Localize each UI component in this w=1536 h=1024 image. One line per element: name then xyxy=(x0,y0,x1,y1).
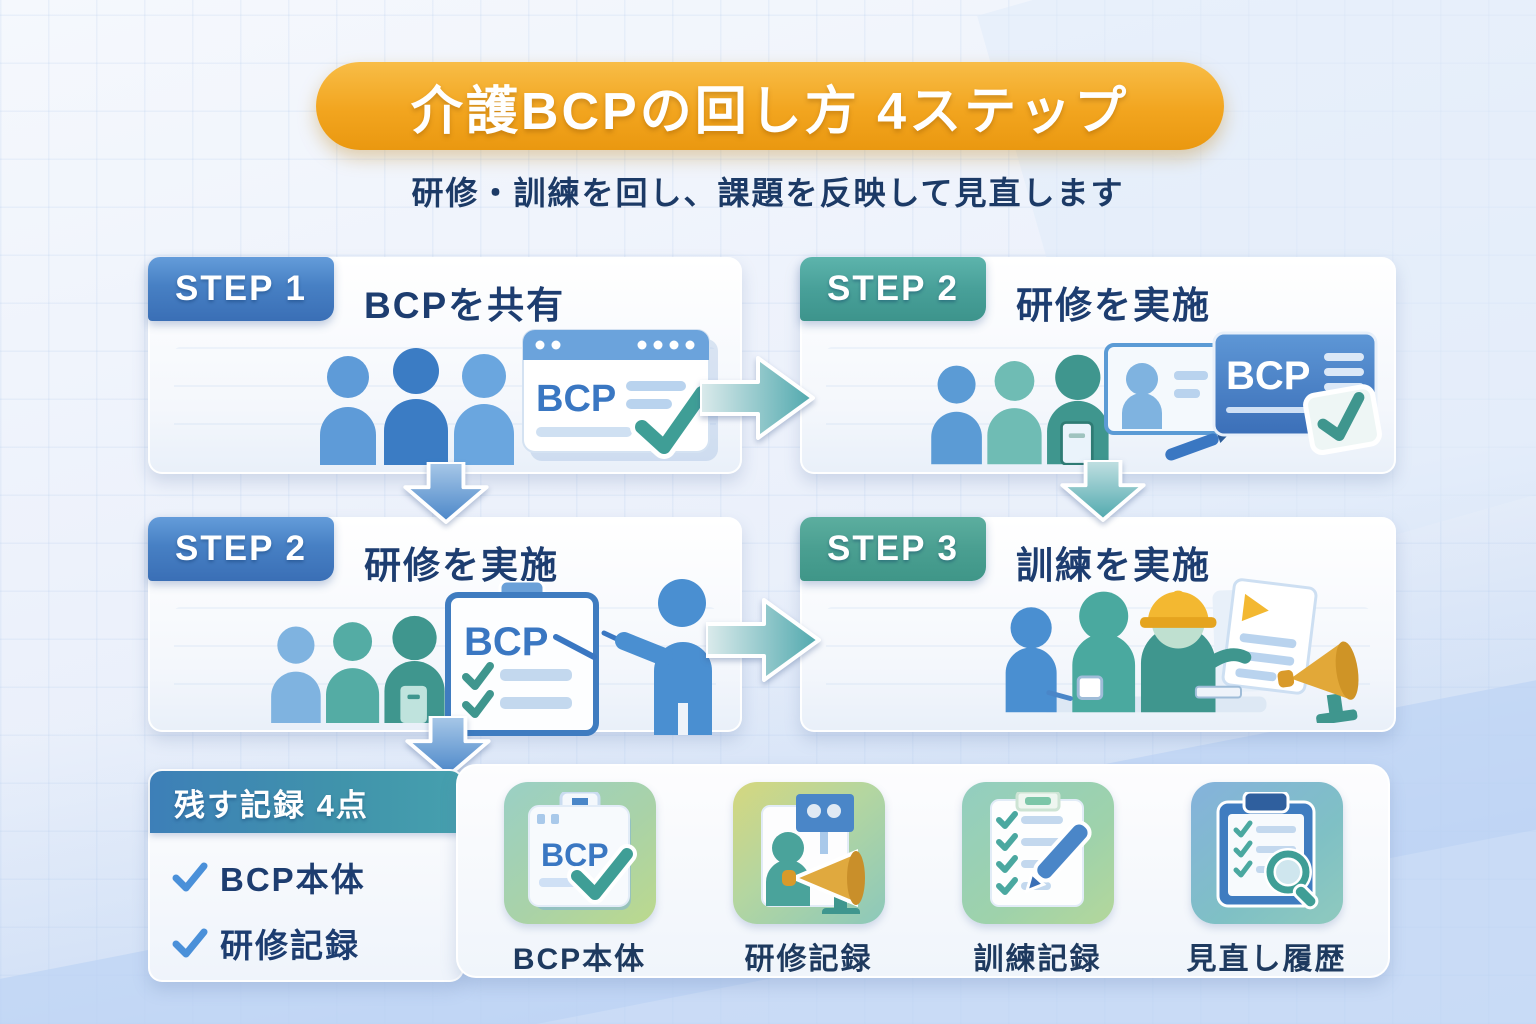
record-card-bcp: BCP BCP本体 xyxy=(472,782,687,978)
check-icon xyxy=(172,928,208,958)
record-item-label: BCP本体 xyxy=(220,861,366,898)
arrow-right-step1-to-step2-icon xyxy=(700,356,815,440)
step2-top-title: 研修を実施 xyxy=(1016,285,1211,326)
documents-icon xyxy=(1212,578,1318,695)
record-card-label: BCP本体 xyxy=(512,943,647,976)
records-panel: 残す記録 4点 BCP本体 研修記録 xyxy=(148,769,464,982)
arrow-down-step2-to-records-icon xyxy=(405,716,491,778)
people-group-icon xyxy=(271,615,445,723)
arrow-down-step2-to-step3-icon xyxy=(1060,460,1146,522)
review-magnifier-icon xyxy=(1190,782,1343,924)
record-card-review: 見直し履歴 xyxy=(1159,782,1374,978)
record-card-label: 研修記録 xyxy=(744,943,873,976)
step1-badge: STEP 1 xyxy=(148,257,334,321)
megaphone-icon xyxy=(1277,641,1359,723)
people-group-icon xyxy=(320,348,514,465)
record-checklist-item: 研修記録 xyxy=(172,919,440,967)
step2-bottom-card: STEP 2 研修を実施 BCP xyxy=(148,517,742,736)
svg-text:BCP: BCP xyxy=(1226,354,1310,398)
check-icon xyxy=(172,862,208,892)
step3-title: 訓練を実施 xyxy=(1016,545,1211,586)
arrow-right-step2-to-step3-icon xyxy=(706,598,821,682)
step1-title: BCPを共有 xyxy=(364,285,566,326)
record-card-label: 見直し履歴 xyxy=(1186,943,1347,976)
training-megaphone-icon xyxy=(732,782,885,924)
step3-card: STEP 3 訓練を実施 xyxy=(800,517,1396,732)
step2-top-card: STEP 2 研修を実施 BCP xyxy=(800,257,1396,474)
page-title: 介護BCPの回し方 4ステップ xyxy=(410,82,1130,141)
svg-text:BCP: BCP xyxy=(536,378,616,420)
people-group-icon xyxy=(931,354,1109,465)
svg-text:BCP: BCP xyxy=(464,620,548,664)
step2-bottom-title: 研修を実施 xyxy=(364,545,559,586)
bcp-clipboard-check-icon: BCP xyxy=(503,782,656,924)
page-subtitle: 研修・訓練を回し、課題を反映して見直します xyxy=(411,175,1125,211)
drill-checklist-pen-icon xyxy=(961,782,1114,924)
record-item-label: 研修記録 xyxy=(220,927,360,964)
record-cards-panel: BCP BCP本体 xyxy=(456,764,1390,978)
bcp-clipboard-checklist-icon: BCP xyxy=(445,581,599,736)
presentation-screen-icon xyxy=(1104,343,1230,461)
record-card-drill: 訓練記録 xyxy=(930,782,1145,978)
step2-bottom-badge: STEP 2 xyxy=(148,517,334,581)
records-panel-header: 残す記録 4点 xyxy=(150,771,462,833)
bcp-document-check-icon: BCP xyxy=(522,329,718,461)
bcp-card-stamp-check-icon: BCP xyxy=(1212,331,1382,456)
arrow-down-step1-to-step2-icon xyxy=(403,462,489,524)
title-banner: 介護BCPの回し方 4ステップ xyxy=(316,62,1224,150)
record-card-training: 研修記録 xyxy=(701,782,916,978)
record-card-label: 訓練記録 xyxy=(973,943,1102,976)
presenter-person-icon xyxy=(601,579,712,735)
step3-badge: STEP 3 xyxy=(800,517,986,581)
record-checklist-item: BCP本体 xyxy=(172,853,440,901)
step1-card: STEP 1 BCPを共有 BCP xyxy=(148,257,742,474)
drill-scene-icon xyxy=(1005,578,1359,723)
step2-top-badge: STEP 2 xyxy=(800,257,986,321)
